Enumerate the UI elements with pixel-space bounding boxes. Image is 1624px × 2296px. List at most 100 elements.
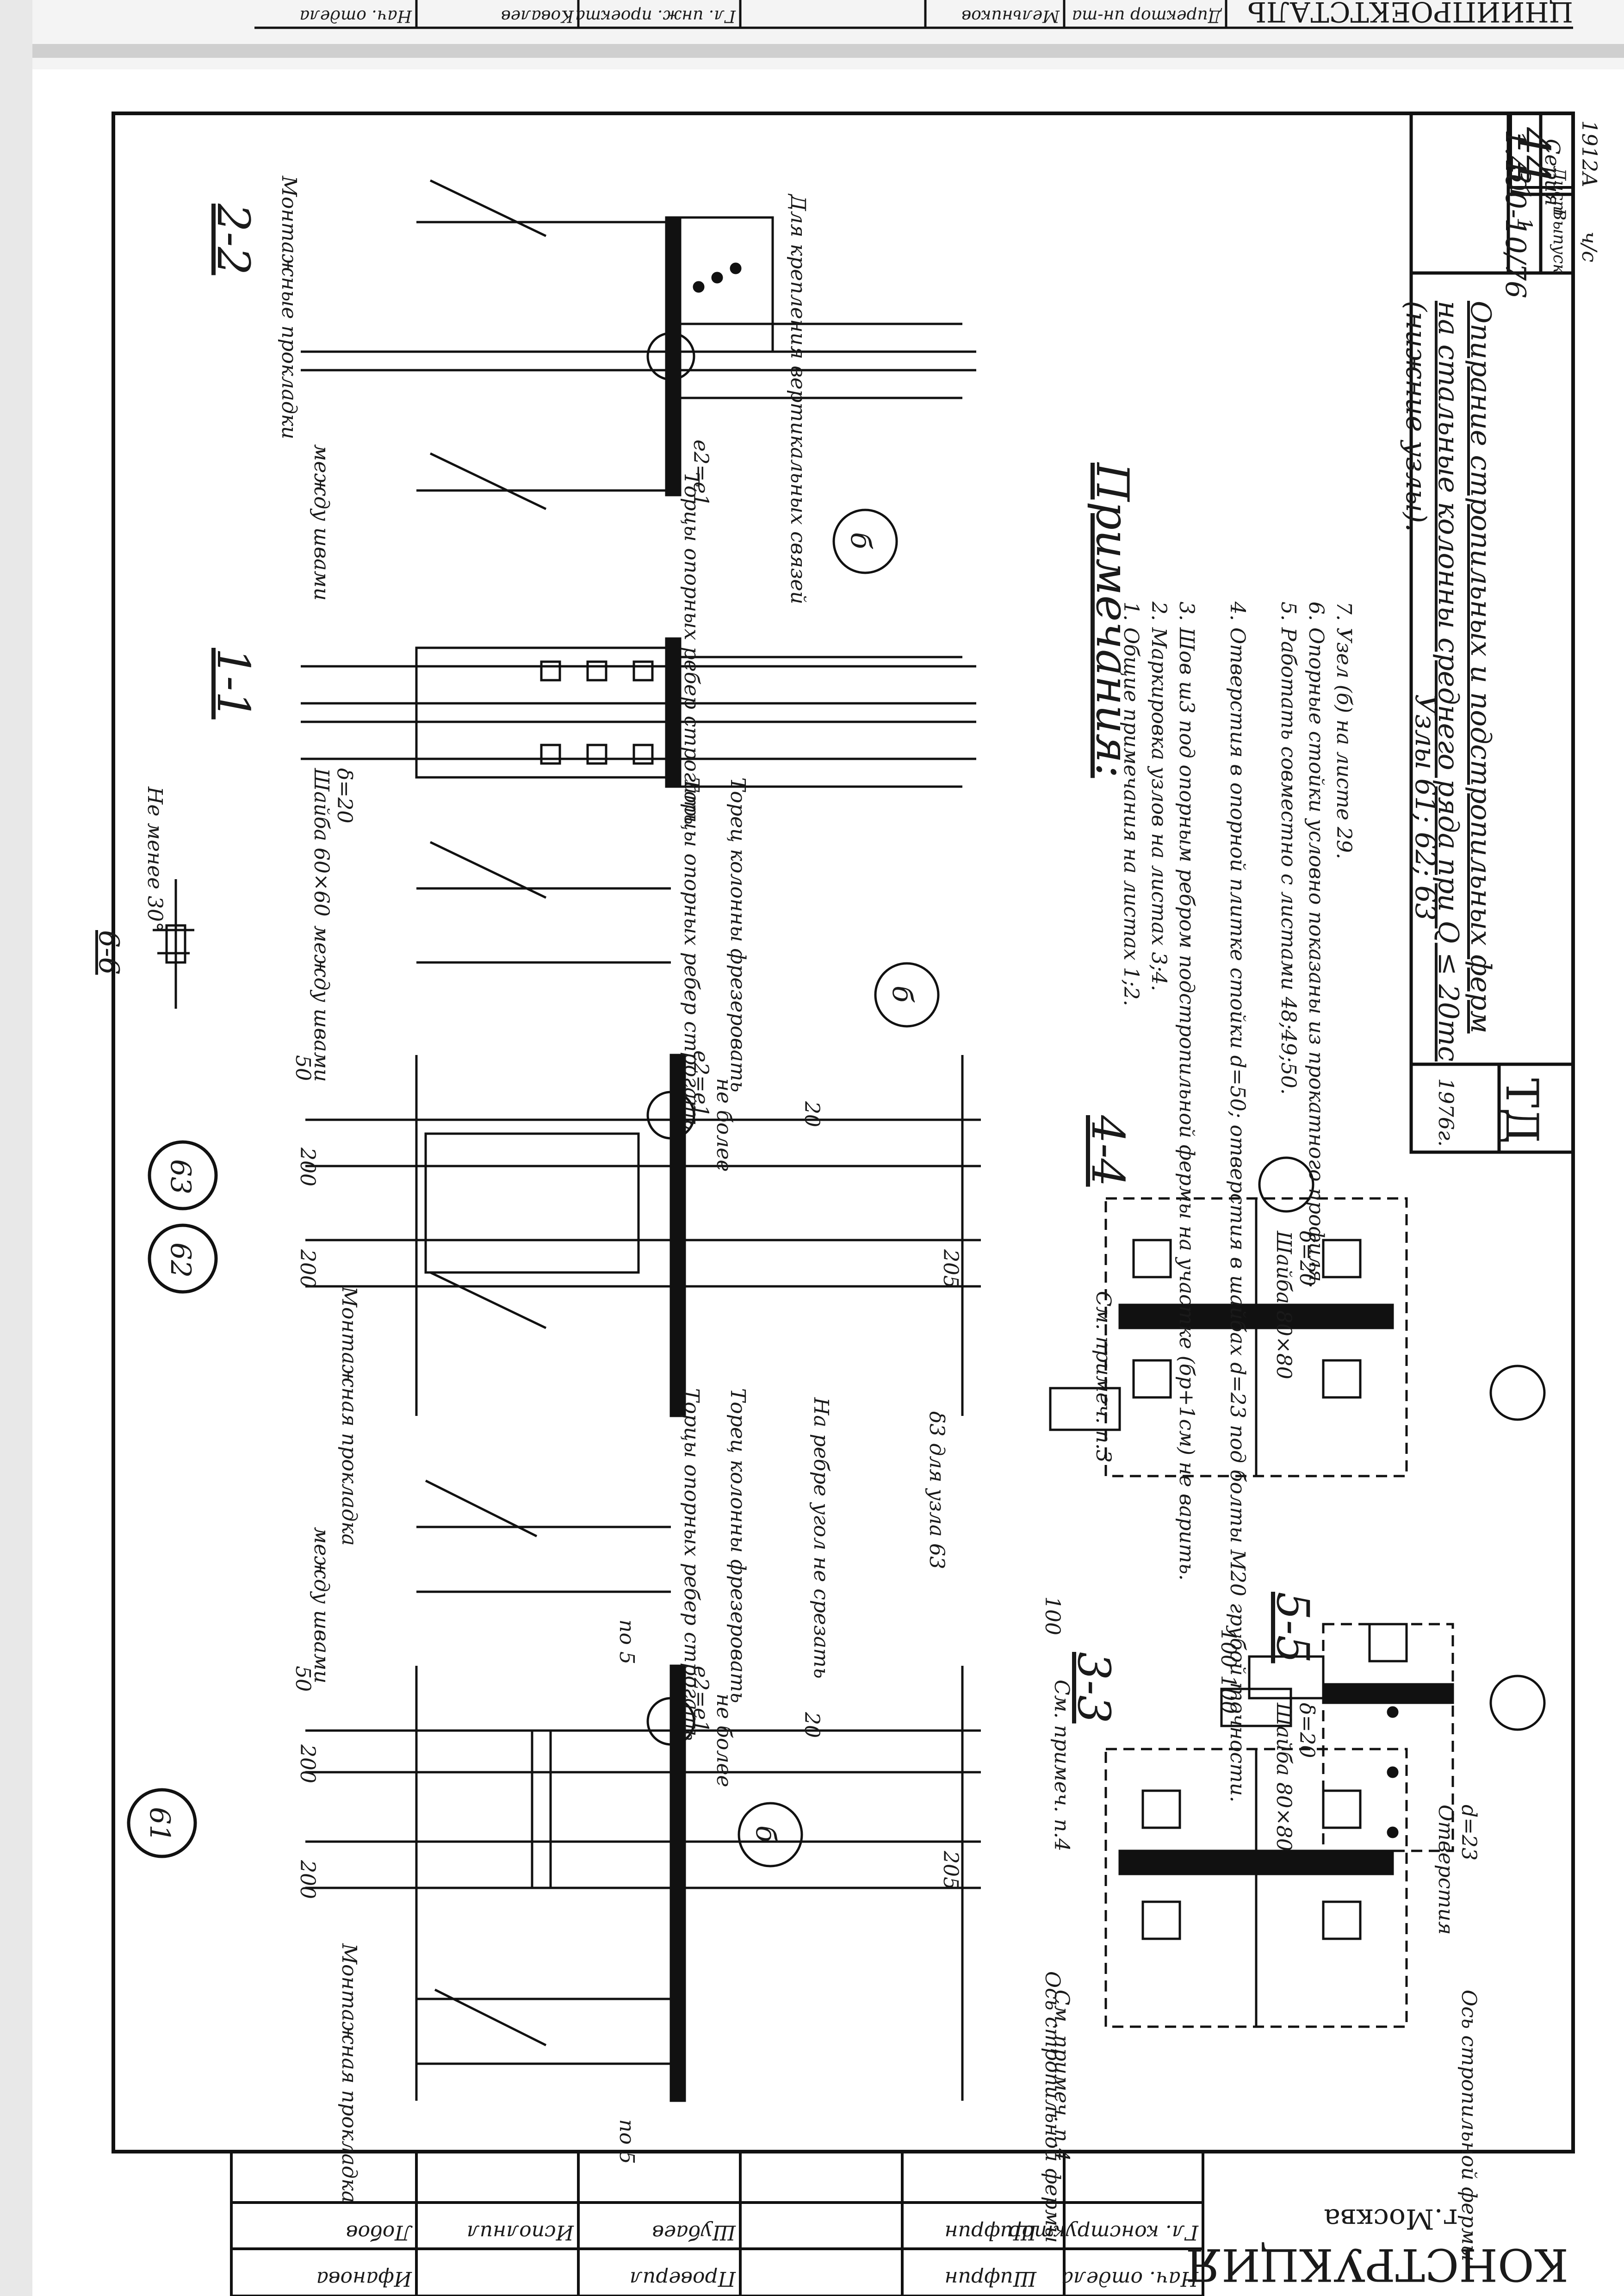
callout-see-note4-a: См. примеч. п.4: [1050, 1680, 1073, 1852]
node-b-marker-left: [738, 1802, 803, 1868]
issue-value: 1: [1512, 217, 1536, 230]
top-stamp-institute: ЦНИИПРОЕКТСТАЛЬ: [1247, 0, 1573, 28]
section-2-2-drawing: [301, 179, 976, 510]
section-4-4-drawing: [1049, 1197, 1408, 1477]
note-3: 3. Шов ш3 под опорным ребром подстропиль…: [1175, 602, 1198, 1581]
node-label-62: 62: [164, 1242, 197, 1278]
dim-20-a: 20: [800, 1712, 824, 1738]
note-7: 7. Узел (б) на листе 29.: [1332, 602, 1356, 859]
axis-circle-55b: [1489, 1365, 1546, 1421]
stamp-row4-role: Исполнил: [466, 2221, 574, 2244]
title-line-4: Узлы 61; 62; 63: [1409, 694, 1441, 921]
note-1: 1. Общие примечания на листах 1;2.: [1119, 602, 1143, 1006]
dim-200-b: 200: [296, 1744, 319, 1783]
axis-circle-55: [1489, 1675, 1546, 1731]
dim-205-b: 205: [939, 1249, 962, 1288]
dim-200-c: 200: [296, 1249, 319, 1288]
callout-not-more-a: не более: [712, 1694, 736, 1787]
callout-see-note4-b: См. примеч. п.4: [1050, 1990, 1073, 2162]
node-b-label-right: б: [844, 532, 877, 549]
node-61-drawing: [305, 1479, 981, 2102]
stamp-row2-role: Гл. конструктор: [1009, 2221, 1198, 2244]
callout-washer-60-t: δ=20: [333, 768, 356, 824]
callout-holes-d: d=23: [1457, 1805, 1481, 1861]
dim-200-d: 200: [296, 1148, 319, 1186]
stamp-row1-name: Шифрин: [944, 2267, 1036, 2290]
callout-col-face-b: Торец колонны фрезеровать: [726, 777, 750, 1092]
callout-not-more-b: не более: [712, 1078, 736, 1172]
section-title-5-5: 5-5: [1267, 1592, 1319, 1663]
scan-top-shadow: [0, 44, 1624, 58]
top-stamp-role-1: Директор ин-та: [1072, 6, 1221, 25]
top-stamp-name-1: Мельников: [961, 6, 1060, 25]
callout-washer-80-mid-t: δ=20: [1295, 1231, 1319, 1286]
node-62-63-drawing: [305, 841, 981, 1417]
year: 1976г.: [1434, 1078, 1457, 1147]
stamp-row3-name: Шубаев: [652, 2221, 736, 2244]
section-title-3-3: 3-3: [1068, 1652, 1120, 1724]
section-3-3-drawing: [1104, 1688, 1408, 2028]
axis-circle-44: [1258, 1156, 1314, 1213]
dim-100-a: 100: [1216, 1675, 1240, 1714]
section-title-6-6: 6-6: [93, 930, 125, 975]
node-marker-62: [148, 1223, 218, 1294]
callout-delta3: δ3 для узла 63: [925, 1411, 948, 1570]
archive-suffix: ч/с: [1577, 231, 1601, 262]
title-block: [1409, 112, 1575, 1154]
bottom-stamp: [113, 2150, 1573, 2296]
callout-e2e1-a: е2=е1: [689, 1666, 713, 1733]
callout-e2e1-c: е2=е1: [689, 440, 713, 507]
series-value: 1.400-10/76: [1499, 130, 1531, 298]
dim-200-a: 200: [296, 1860, 319, 1899]
stamp-row1-role: Нач. отдела: [1061, 2267, 1198, 2290]
sheet-frame: [112, 112, 1575, 2153]
top-stamp: [254, 0, 1573, 29]
organization-name: КОНСТРУКЦИЯ: [1185, 2239, 1568, 2290]
callout-truss-axis-b: Ось стропильной фермы: [1457, 1990, 1481, 2262]
callout-ends-plane-c: Торцы опорных ребер строгать: [680, 472, 703, 825]
callout-washer-80-left-t: δ=20: [1295, 1703, 1319, 1758]
callout-montage-pads-right: Монтажные прокладки: [277, 176, 301, 440]
note-5: 5. Работать совместно с листами 48;49;50…: [1277, 602, 1300, 1095]
callout-not-cut: На ребре угол не срезать: [809, 1397, 833, 1679]
node-b-label-left: б: [750, 1825, 782, 1843]
note-2: 2. Маркировка узлов на листах 3;4.: [1147, 602, 1171, 992]
organization-city: г.Москва: [1324, 2203, 1457, 2235]
top-stamp-role-2: Гл. инж. проекта: [575, 6, 736, 25]
top-stamp-name-2: Ковалев: [501, 6, 574, 25]
callout-see-note3: См. примеч. п.3: [1091, 1291, 1115, 1463]
callout-washer-60: Шайба 60×60: [310, 768, 333, 917]
dim-205-a: 205: [939, 1851, 962, 1890]
node-marker-63: [148, 1140, 218, 1210]
title-line-3: (нижние узлы).: [1400, 301, 1432, 532]
stamp-row5-name: Ифанова: [316, 2267, 412, 2290]
callout-between-welds-right: между швами: [310, 444, 333, 601]
callout-between-welds-left: между швами: [310, 1527, 333, 1684]
callout-e2e1-b: е2=е1: [689, 1050, 713, 1117]
scan-left-edge: [0, 0, 32, 2296]
callout-brace: Для крепления вертикальных связей: [786, 194, 810, 604]
callout-col-face-a: Торец колонны фрезеровать: [726, 1388, 750, 1703]
note-4: 4. Отверстия в опорной плитке стойки d=5…: [1226, 602, 1249, 1803]
callout-washer-80-mid: Шайба 80×80: [1272, 1231, 1295, 1379]
node-marker-61: [127, 1788, 197, 1858]
sheet-label: Лист: [1550, 167, 1568, 217]
section-5-5-drawing: [1248, 1623, 1454, 1852]
note-6: 6. Опорные стойки условно показаны из пр…: [1304, 602, 1328, 1289]
section-title-4-4: 4-4: [1082, 1115, 1134, 1187]
stamp-row2-name: Шифрин: [944, 2221, 1036, 2244]
section-title-1-1: 1-1: [207, 648, 259, 720]
dim-50-a: 50: [291, 1666, 315, 1692]
dim-50-b: 50: [291, 1055, 315, 1081]
title-line-2: на стальные колонны среднего ряда при Q …: [1432, 301, 1464, 1062]
callout-washer-80-left: Шайба 80×80: [1272, 1703, 1295, 1851]
callout-montage-pad-left: Монтажная прокладка: [337, 1943, 361, 2203]
sheet-value: 31: [1504, 167, 1536, 202]
callout-not-less-30: Не менее 30°: [143, 787, 167, 932]
dim-100-c: 100: [1041, 1596, 1064, 1635]
dim-100-b: 100: [1216, 1629, 1240, 1668]
section-1-1-drawing: [301, 637, 976, 788]
callout-montage-pad-mid: Монтажная прокладка: [337, 1286, 361, 1546]
callout-holes: Отверстия: [1434, 1805, 1457, 1935]
callout-pp5-a: по 5: [615, 2119, 638, 2164]
